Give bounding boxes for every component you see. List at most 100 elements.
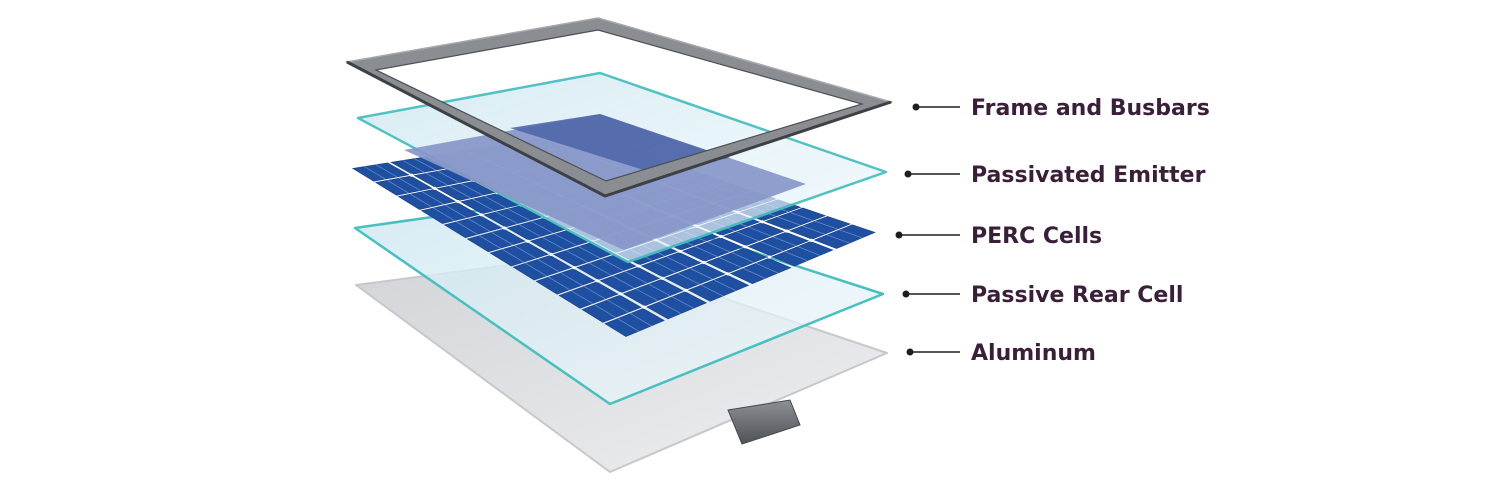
cell-busbar — [537, 259, 560, 273]
cell-busbar — [507, 208, 530, 221]
cell-junction-dot — [760, 220, 764, 224]
cell-busbar — [719, 257, 742, 268]
cell-junction-dot — [502, 226, 507, 230]
label-perc-cells: PERC Cells — [895, 224, 1102, 249]
cell-busbar — [755, 262, 779, 274]
cell-busbar — [589, 262, 611, 276]
cell-busbar — [666, 256, 689, 268]
cell-busbar — [548, 276, 570, 291]
cell-busbar — [690, 268, 713, 280]
cell-busbar — [461, 183, 483, 196]
cell-junction-dot — [410, 173, 414, 177]
cell-busbar — [731, 252, 754, 263]
label-text: Passivated Emitter — [971, 163, 1206, 188]
cell-junction-dot — [719, 234, 723, 239]
cell-busbar — [748, 226, 772, 237]
solar-cell — [622, 279, 684, 307]
solar-cell — [604, 308, 665, 337]
cell-busbar — [839, 229, 863, 239]
cell-busbar — [594, 304, 616, 318]
cell-busbar — [484, 195, 507, 209]
cell-busbar — [625, 271, 647, 284]
solar-cell — [436, 181, 496, 201]
cell-busbar — [797, 246, 821, 256]
cell-junction-dot — [743, 245, 747, 249]
cell-busbar — [519, 224, 541, 237]
cell-busbar — [814, 220, 838, 230]
solar-cell — [771, 241, 834, 267]
cell-busbar — [672, 296, 694, 309]
cell-busbar — [617, 318, 639, 332]
cell-busbar — [636, 288, 658, 302]
cell-junction-dot — [433, 186, 437, 190]
junction-box — [727, 399, 801, 445]
label-text: PERC Cells — [971, 224, 1102, 249]
cell-junction-dot — [785, 229, 789, 233]
cell-junction-dot — [637, 264, 641, 268]
solar-cell — [747, 231, 810, 257]
cell-busbar — [414, 158, 436, 171]
cell-junction-dot — [660, 276, 664, 280]
cell-busbar — [607, 299, 629, 313]
cell-busbar — [514, 245, 536, 259]
cell-busbar — [433, 207, 455, 221]
solar-cell — [489, 241, 549, 267]
cell-busbar — [456, 221, 478, 235]
cell-busbar — [525, 263, 547, 277]
cell-junction-dot — [767, 255, 772, 259]
label-passive-rear-cell: Passive Rear Cell — [902, 283, 1183, 308]
cell-busbar — [425, 172, 448, 186]
cell-busbar — [410, 193, 432, 208]
label-text: Passive Rear Cell — [971, 283, 1183, 308]
frame-top-edge — [346, 17, 892, 103]
cell-busbar — [491, 232, 513, 246]
cell-busbar — [612, 275, 635, 289]
label-aluminum: Aluminum — [906, 341, 1096, 366]
cell-busbar — [554, 233, 577, 246]
cell-busbar — [402, 160, 425, 173]
cell-busbar — [364, 166, 386, 180]
frame-bottom-edge — [346, 60, 892, 198]
cell-busbar — [695, 246, 718, 257]
cell-busbar — [375, 164, 398, 178]
cell-busbar — [566, 250, 588, 263]
solar-cell — [576, 254, 637, 280]
label-text: Aluminum — [971, 341, 1096, 366]
solar-cell — [397, 188, 457, 210]
cell-junction-dot — [595, 279, 600, 283]
cell-junction-dot — [726, 272, 730, 276]
cell-junction-dot — [456, 200, 460, 204]
cell-busbar — [502, 249, 524, 263]
solar-cell — [764, 207, 827, 231]
cell-junction-dot — [678, 249, 682, 253]
cell-busbar — [701, 284, 724, 297]
cell-busbar — [571, 290, 593, 304]
label-passivated-emitter: Passivated Emitter — [904, 163, 1206, 188]
cell-busbar — [387, 180, 409, 194]
cell-junction-dot — [549, 252, 553, 256]
cell-busbar — [773, 236, 796, 247]
cell-busbar — [472, 198, 495, 212]
cell-busbar — [531, 221, 554, 234]
cell-junction-dot — [479, 213, 483, 217]
cell-busbar — [743, 268, 766, 279]
frame-layer — [345, 17, 894, 198]
cell-busbar — [578, 246, 600, 259]
cell-junction-dot — [526, 239, 530, 243]
cell-busbar — [422, 191, 444, 205]
cell-busbar — [560, 272, 583, 286]
cell-junction-dot — [809, 238, 813, 242]
cell-busbar — [398, 177, 421, 191]
cell-junction-dot — [642, 305, 646, 309]
cell-junction-dot — [572, 266, 576, 270]
label-frame-and-busbars: Frame and Busbars — [912, 96, 1210, 121]
cell-busbar — [601, 258, 624, 271]
cell-busbar — [826, 234, 850, 244]
cell-busbar — [449, 185, 471, 199]
cell-busbar — [777, 216, 801, 226]
cell-busbar — [437, 170, 460, 183]
cell-junction-dot — [684, 288, 688, 292]
cell-busbar — [784, 251, 808, 262]
cell-junction-dot — [702, 260, 706, 265]
